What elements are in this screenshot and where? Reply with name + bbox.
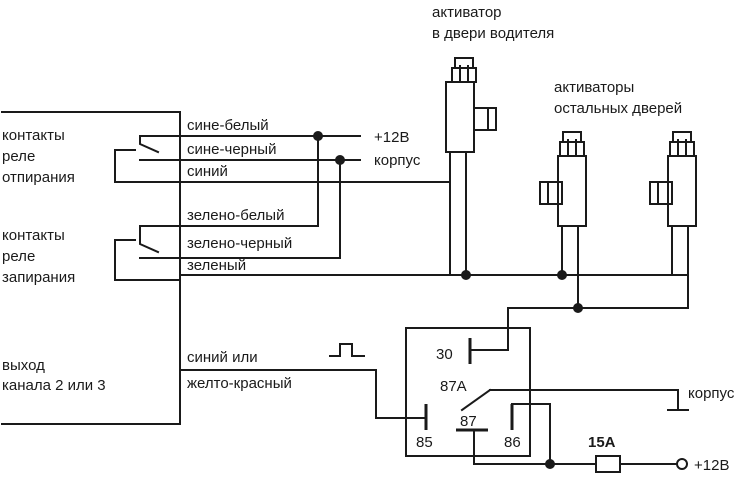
relay-box: [405, 327, 531, 457]
unlock-contact-arm: [139, 135, 160, 154]
unlock-contact-common: [114, 149, 181, 183]
driver-actuator: [445, 57, 497, 276]
relay-pin-30: 30: [436, 346, 453, 363]
wire-label-blue-or: синий или: [187, 349, 258, 366]
label-fuse: 15А: [588, 434, 616, 451]
driver-actuator-label-1: активатор: [432, 4, 502, 21]
wire-ground-87a: [489, 389, 679, 411]
relay-pin-87a: 87А: [440, 378, 467, 395]
wire-label-blue-white: сине-белый: [187, 117, 269, 134]
junction-ground: [335, 155, 345, 165]
wire-label-green-black: зелено-черный: [187, 235, 292, 252]
wire-label-yellow-red: желто-красный: [187, 375, 292, 392]
relay-pin-86: 86: [504, 434, 521, 451]
label-plus12-top: +12В: [374, 129, 409, 146]
label-plus12-bottom: +12В: [694, 457, 729, 474]
junction-rear-common: [573, 303, 583, 313]
junction-plus12: [313, 131, 323, 141]
junction-driver-green: [461, 270, 471, 280]
pulse-symbol: [329, 343, 365, 357]
wire-label-blue-black: сине-черный: [187, 141, 276, 158]
label-ground-top: корпус: [374, 152, 421, 169]
lock-label-3: запирания: [2, 269, 75, 286]
wire-label-green: зеленый: [187, 257, 246, 274]
wire-label-green-white: зелено-белый: [187, 207, 284, 224]
wire-green-black: [139, 159, 341, 259]
unlock-label-2: реле: [2, 148, 35, 165]
driver-actuator-label-2: в двери водителя: [432, 25, 554, 42]
label-ground-relay: корпус: [688, 385, 735, 402]
lock-label-2: реле: [2, 248, 35, 265]
junction-12v: [545, 459, 555, 469]
relay-pin-85: 85: [416, 434, 433, 451]
wire-control-input: [179, 369, 427, 419]
terminal-plus12: [676, 458, 688, 470]
wire-green-white: [139, 135, 319, 227]
wire-86: [511, 403, 551, 465]
lock-label-1: контакты: [2, 227, 65, 244]
lock-contact-arm: [139, 225, 160, 254]
other-actuators-label-2: остальных дверей: [554, 100, 682, 117]
unlock-label-1: контакты: [2, 127, 65, 144]
lock-contact-common: [114, 239, 181, 281]
alarm-unit-outline: [1, 111, 181, 425]
wire-label-blue: синий: [187, 163, 228, 180]
relay-pin-87: 87: [460, 413, 477, 430]
other-actuators-label-1: активаторы: [554, 79, 634, 96]
output-label-2: канала 2 или 3: [2, 377, 106, 394]
rear-actuator-2: [649, 131, 697, 309]
fuse-body: [595, 455, 621, 473]
relay-switch-arm: [460, 388, 492, 412]
rear-actuator-1: [539, 131, 587, 309]
junction-rear-green: [557, 270, 567, 280]
unlock-label-3: отпирания: [2, 169, 75, 186]
output-label-1: выход: [2, 357, 45, 374]
